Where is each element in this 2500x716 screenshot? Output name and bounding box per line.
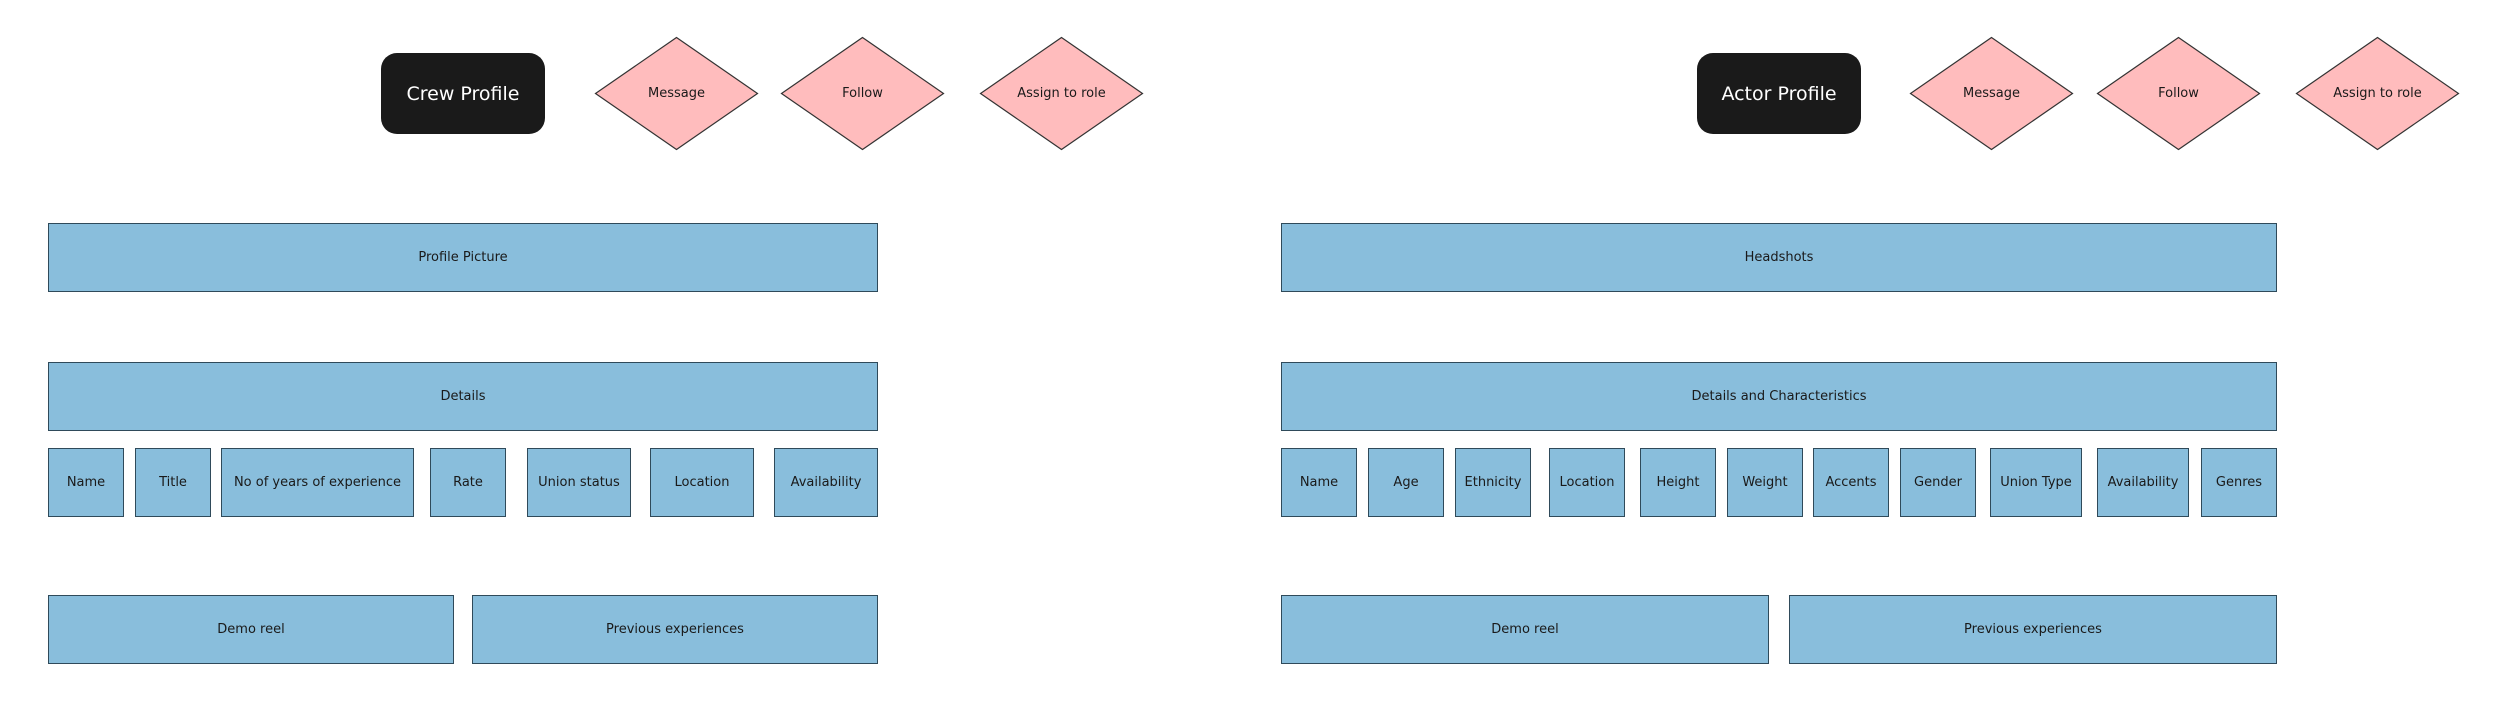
diamond-label: Message <box>648 86 705 101</box>
actor-field-ethnicity: Ethnicity <box>1455 448 1531 517</box>
crew-field-availability: Availability <box>774 448 878 517</box>
actor-field-gender: Gender <box>1900 448 1976 517</box>
actor-field-union-type: Union Type <box>1990 448 2082 517</box>
actor-details-box: Details and Characteristics <box>1281 362 2277 431</box>
diamond-shape <box>979 36 1144 151</box>
diamond-label: Assign to role <box>1017 86 1106 101</box>
crew-field-location: Location <box>650 448 754 517</box>
actor-profile-title: Actor Profile <box>1697 53 1861 134</box>
crew-details-box: Details <box>48 362 878 431</box>
actor-headshots-box: Headshots <box>1281 223 2277 292</box>
diamond-shape <box>2295 36 2460 151</box>
crew-field-union-status: Union status <box>527 448 631 517</box>
crew-field-rate: Rate <box>430 448 506 517</box>
diamond-shape <box>780 36 945 151</box>
actor-field-age: Age <box>1368 448 1444 517</box>
actor-follow-diamond: Follow <box>2096 36 2261 151</box>
actor-field-location: Location <box>1549 448 1625 517</box>
diamond-label: Follow <box>842 86 883 101</box>
actor-field-height: Height <box>1640 448 1716 517</box>
diamond-label: Follow <box>2158 86 2199 101</box>
crew-previous-experiences-box: Previous experiences <box>472 595 878 664</box>
diamond-label: Assign to role <box>2333 86 2422 101</box>
diamond-shape <box>594 36 759 151</box>
crew-message-diamond: Message <box>594 36 759 151</box>
actor-field-name: Name <box>1281 448 1357 517</box>
actor-field-genres: Genres <box>2201 448 2277 517</box>
diamond-shape <box>2096 36 2261 151</box>
diamond-label: Message <box>1963 86 2020 101</box>
crew-field-title: Title <box>135 448 211 517</box>
actor-message-diamond: Message <box>1909 36 2074 151</box>
actor-field-weight: Weight <box>1727 448 1803 517</box>
crew-follow-diamond: Follow <box>780 36 945 151</box>
actor-demo-reel-box: Demo reel <box>1281 595 1769 664</box>
actor-field-availability: Availability <box>2097 448 2189 517</box>
crew-profile-picture-box: Profile Picture <box>48 223 878 292</box>
actor-previous-experiences-box: Previous experiences <box>1789 595 2277 664</box>
actor-assign-diamond: Assign to role <box>2295 36 2460 151</box>
actor-field-accents: Accents <box>1813 448 1889 517</box>
crew-assign-diamond: Assign to role <box>979 36 1144 151</box>
crew-field-name: Name <box>48 448 124 517</box>
crew-field-experience: No of years of experience <box>221 448 414 517</box>
crew-profile-title: Crew Profile <box>381 53 545 134</box>
crew-demo-reel-box: Demo reel <box>48 595 454 664</box>
diamond-shape <box>1909 36 2074 151</box>
